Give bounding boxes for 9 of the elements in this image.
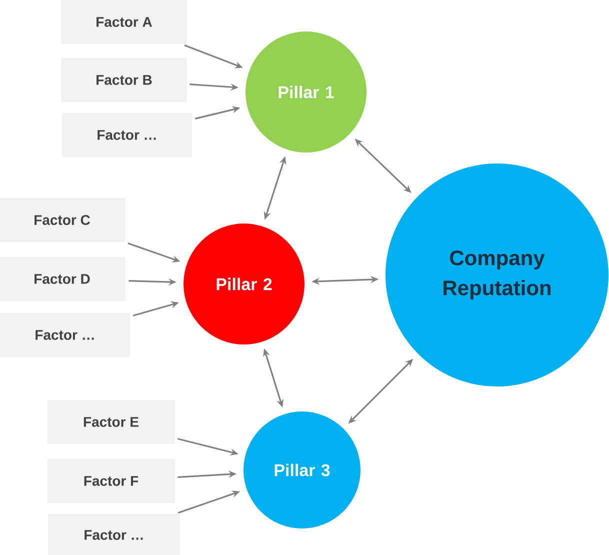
factor-box: Factor A (62, 0, 186, 44)
factor-box: Factor E (48, 400, 174, 444)
factor-box: Factor B (62, 58, 186, 102)
factor-box: Factor F (48, 459, 174, 503)
factor-box: Factor … (48, 514, 180, 555)
factor-box: Factor … (62, 113, 192, 157)
factor-box: Factor D (0, 257, 126, 301)
factor-box: Factor … (0, 313, 130, 357)
factor-box: Factor C (0, 198, 126, 242)
